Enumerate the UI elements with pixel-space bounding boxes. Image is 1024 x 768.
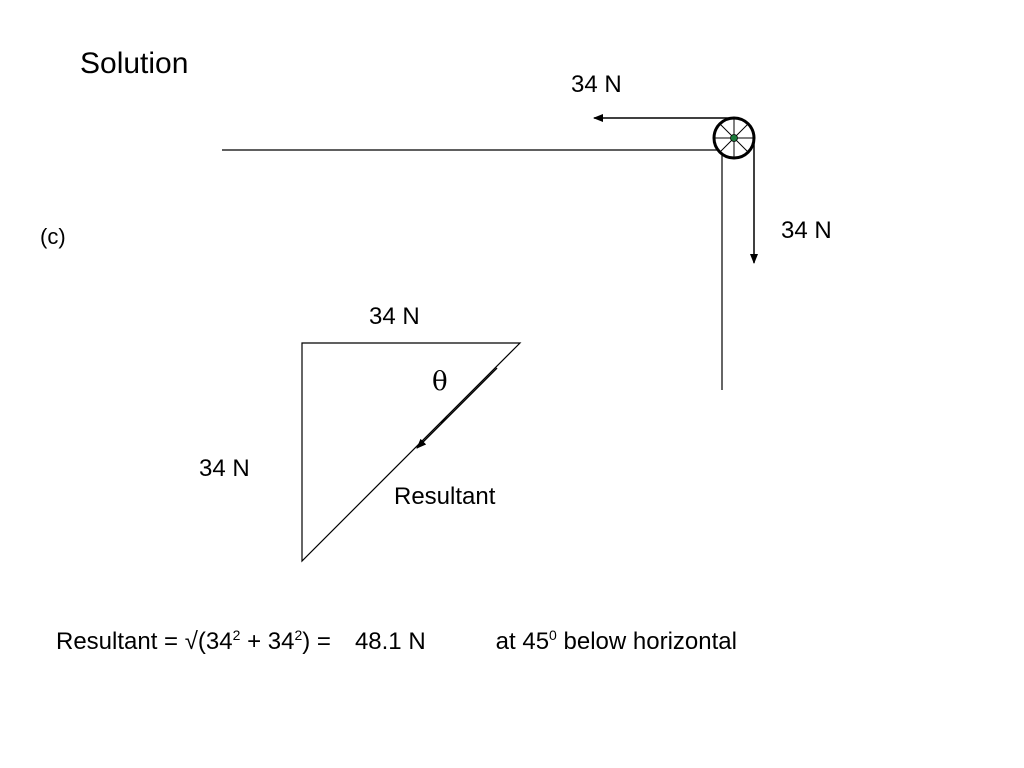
triangle-top-side-label: 34 N — [369, 303, 420, 330]
equation-value: 48.1 N — [354, 628, 426, 655]
equation-angle-prefix: at 45 — [495, 628, 550, 655]
equation-lhs: Resultant = √(34 — [56, 628, 233, 655]
equation-degree-sup: 0 — [549, 627, 557, 643]
equation-rhs: ) = — [302, 628, 331, 655]
angle-theta-label: θ — [432, 367, 448, 397]
equation-angle-suffix: below horizontal — [556, 628, 737, 655]
equation-angle: at 450 below horizontal — [496, 628, 737, 655]
vector-triangle — [301, 342, 522, 563]
equation-exponent-1: 2 — [232, 627, 241, 643]
resultant-tick — [440, 415, 448, 424]
page-title: Solution — [80, 47, 189, 80]
horizontal-force-label: 34 N — [571, 71, 622, 98]
equation-exponent-2: 2 — [294, 627, 303, 643]
equation-mid: + 34 — [240, 628, 295, 655]
resultant-arrow — [416, 367, 498, 449]
triangle-left-side-label: 34 N — [199, 455, 250, 482]
resultant-label: Resultant — [394, 483, 496, 510]
vertical-force-label: 34 N — [781, 217, 832, 244]
pulley-wheel-icon — [712, 116, 756, 160]
part-label: (c) — [40, 224, 66, 249]
